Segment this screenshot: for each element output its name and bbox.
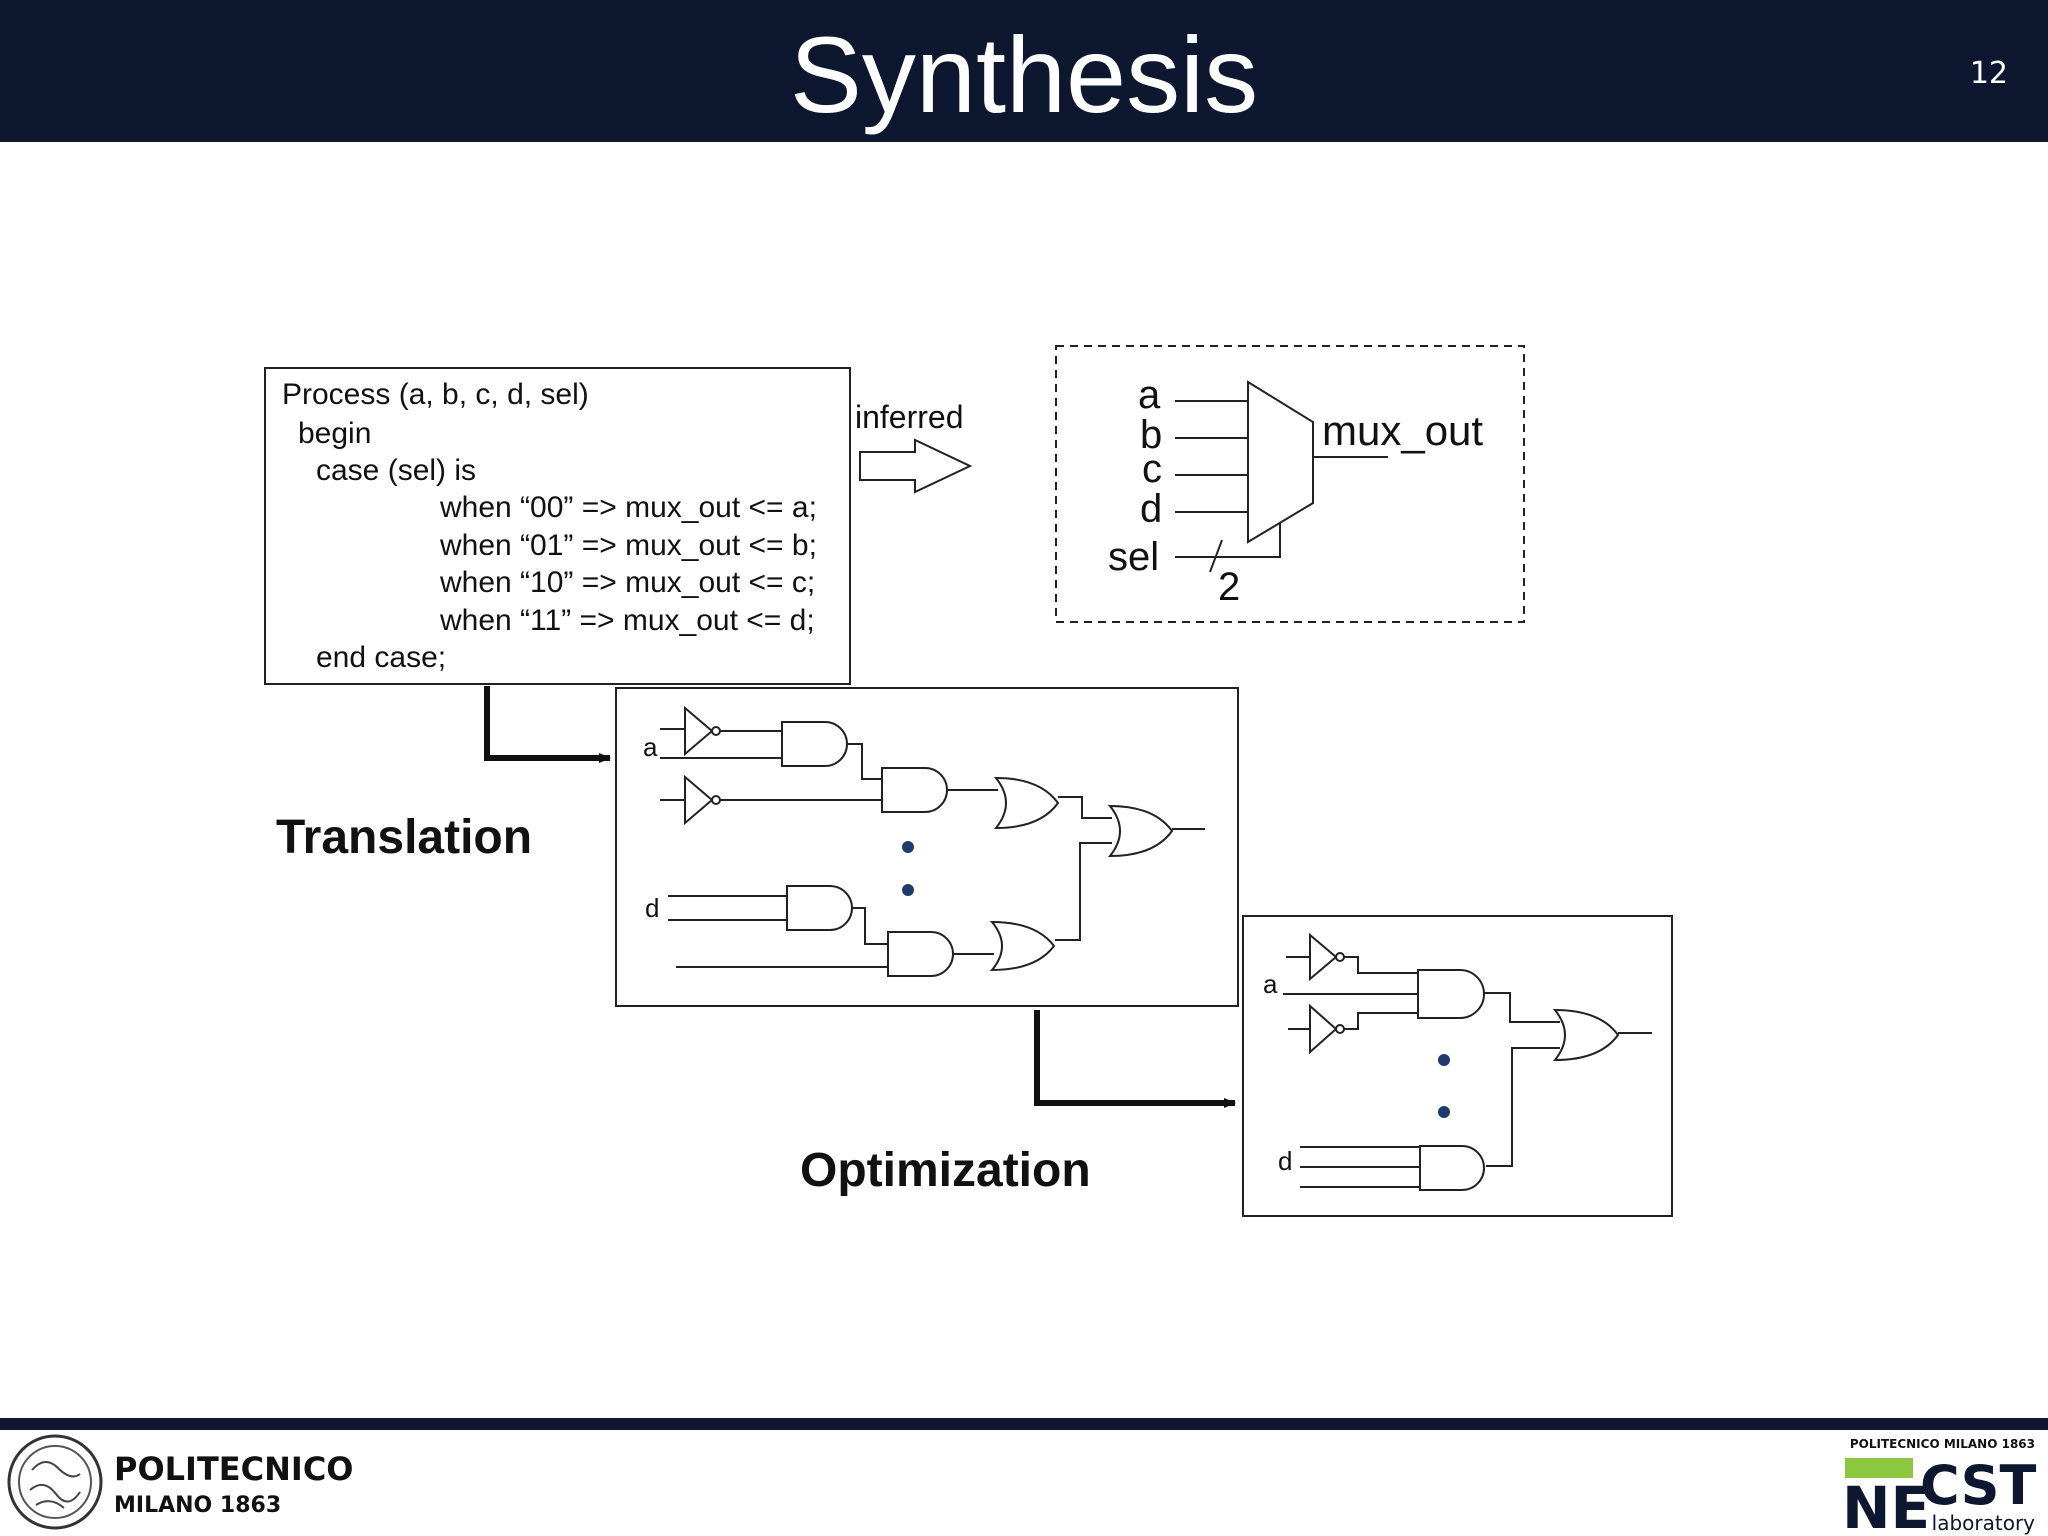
translation-input-d: d xyxy=(645,893,659,923)
code-line: when “10” => mux_out <= c; xyxy=(439,566,815,599)
code-line: when “00” => mux_out <= a; xyxy=(439,491,817,524)
code-line: end case; xyxy=(316,641,446,674)
optimization-input-a: a xyxy=(1263,969,1278,999)
title-bar xyxy=(0,0,2048,142)
translation-label: Translation xyxy=(276,811,532,864)
necst-accent-bar xyxy=(1845,1458,1913,1478)
optimization-label: Optimization xyxy=(800,1144,1091,1197)
translation-circuit: a d xyxy=(615,687,1239,1007)
mux-diagram: a b c d sel 2 mux_out xyxy=(1055,345,1525,623)
politecnico-logo: POLITECNICO MILANO 1863 xyxy=(7,1434,354,1530)
necst-top-text: POLITECNICO MILANO 1863 xyxy=(1850,1437,2035,1451)
code-line: when “01” => mux_out <= b; xyxy=(439,529,817,562)
code-line: begin xyxy=(298,417,371,450)
inferred-label: inferred xyxy=(855,399,964,435)
mux-input-label: b xyxy=(1140,413,1162,457)
mux-output-label: mux_out xyxy=(1322,407,1483,454)
inferred-arrow: inferred xyxy=(855,399,973,494)
necst-laboratory: laboratory xyxy=(1932,1511,2036,1535)
optimization-arrow xyxy=(1034,1010,1236,1108)
politecnico-seal-icon xyxy=(7,1434,103,1530)
mux-input-label: d xyxy=(1140,487,1162,531)
mux-sel-label: sel xyxy=(1108,535,1159,579)
necst-logo: POLITECNICO MILANO 1863 NE CST laborator… xyxy=(1842,1437,2037,1536)
politecnico-name: POLITECNICO xyxy=(114,1450,354,1488)
slide-number: 12 xyxy=(1969,56,2008,91)
slide-title: Synthesis xyxy=(789,14,1259,135)
politecnico-subtitle: MILANO 1863 xyxy=(114,1493,281,1518)
necst-ne: NE xyxy=(1842,1474,1930,1536)
code-line: when “11” => mux_out <= d; xyxy=(439,604,815,637)
translation-arrow xyxy=(484,686,611,763)
mux-input-label: c xyxy=(1142,447,1162,491)
code-line: Process (a, b, c, d, sel) xyxy=(282,378,589,411)
necst-cst: CST xyxy=(1920,1454,2037,1517)
mux-input-label: a xyxy=(1138,373,1161,417)
code-box: Process (a, b, c, d, sel) begin case (se… xyxy=(264,367,851,685)
mux-sel-width: 2 xyxy=(1218,565,1240,609)
optimization-input-d: d xyxy=(1278,1146,1292,1176)
translation-input-a: a xyxy=(643,732,658,762)
code-line: case (sel) is xyxy=(316,454,476,487)
optimization-circuit: a d xyxy=(1242,915,1673,1217)
footer-bar xyxy=(0,1418,2048,1430)
